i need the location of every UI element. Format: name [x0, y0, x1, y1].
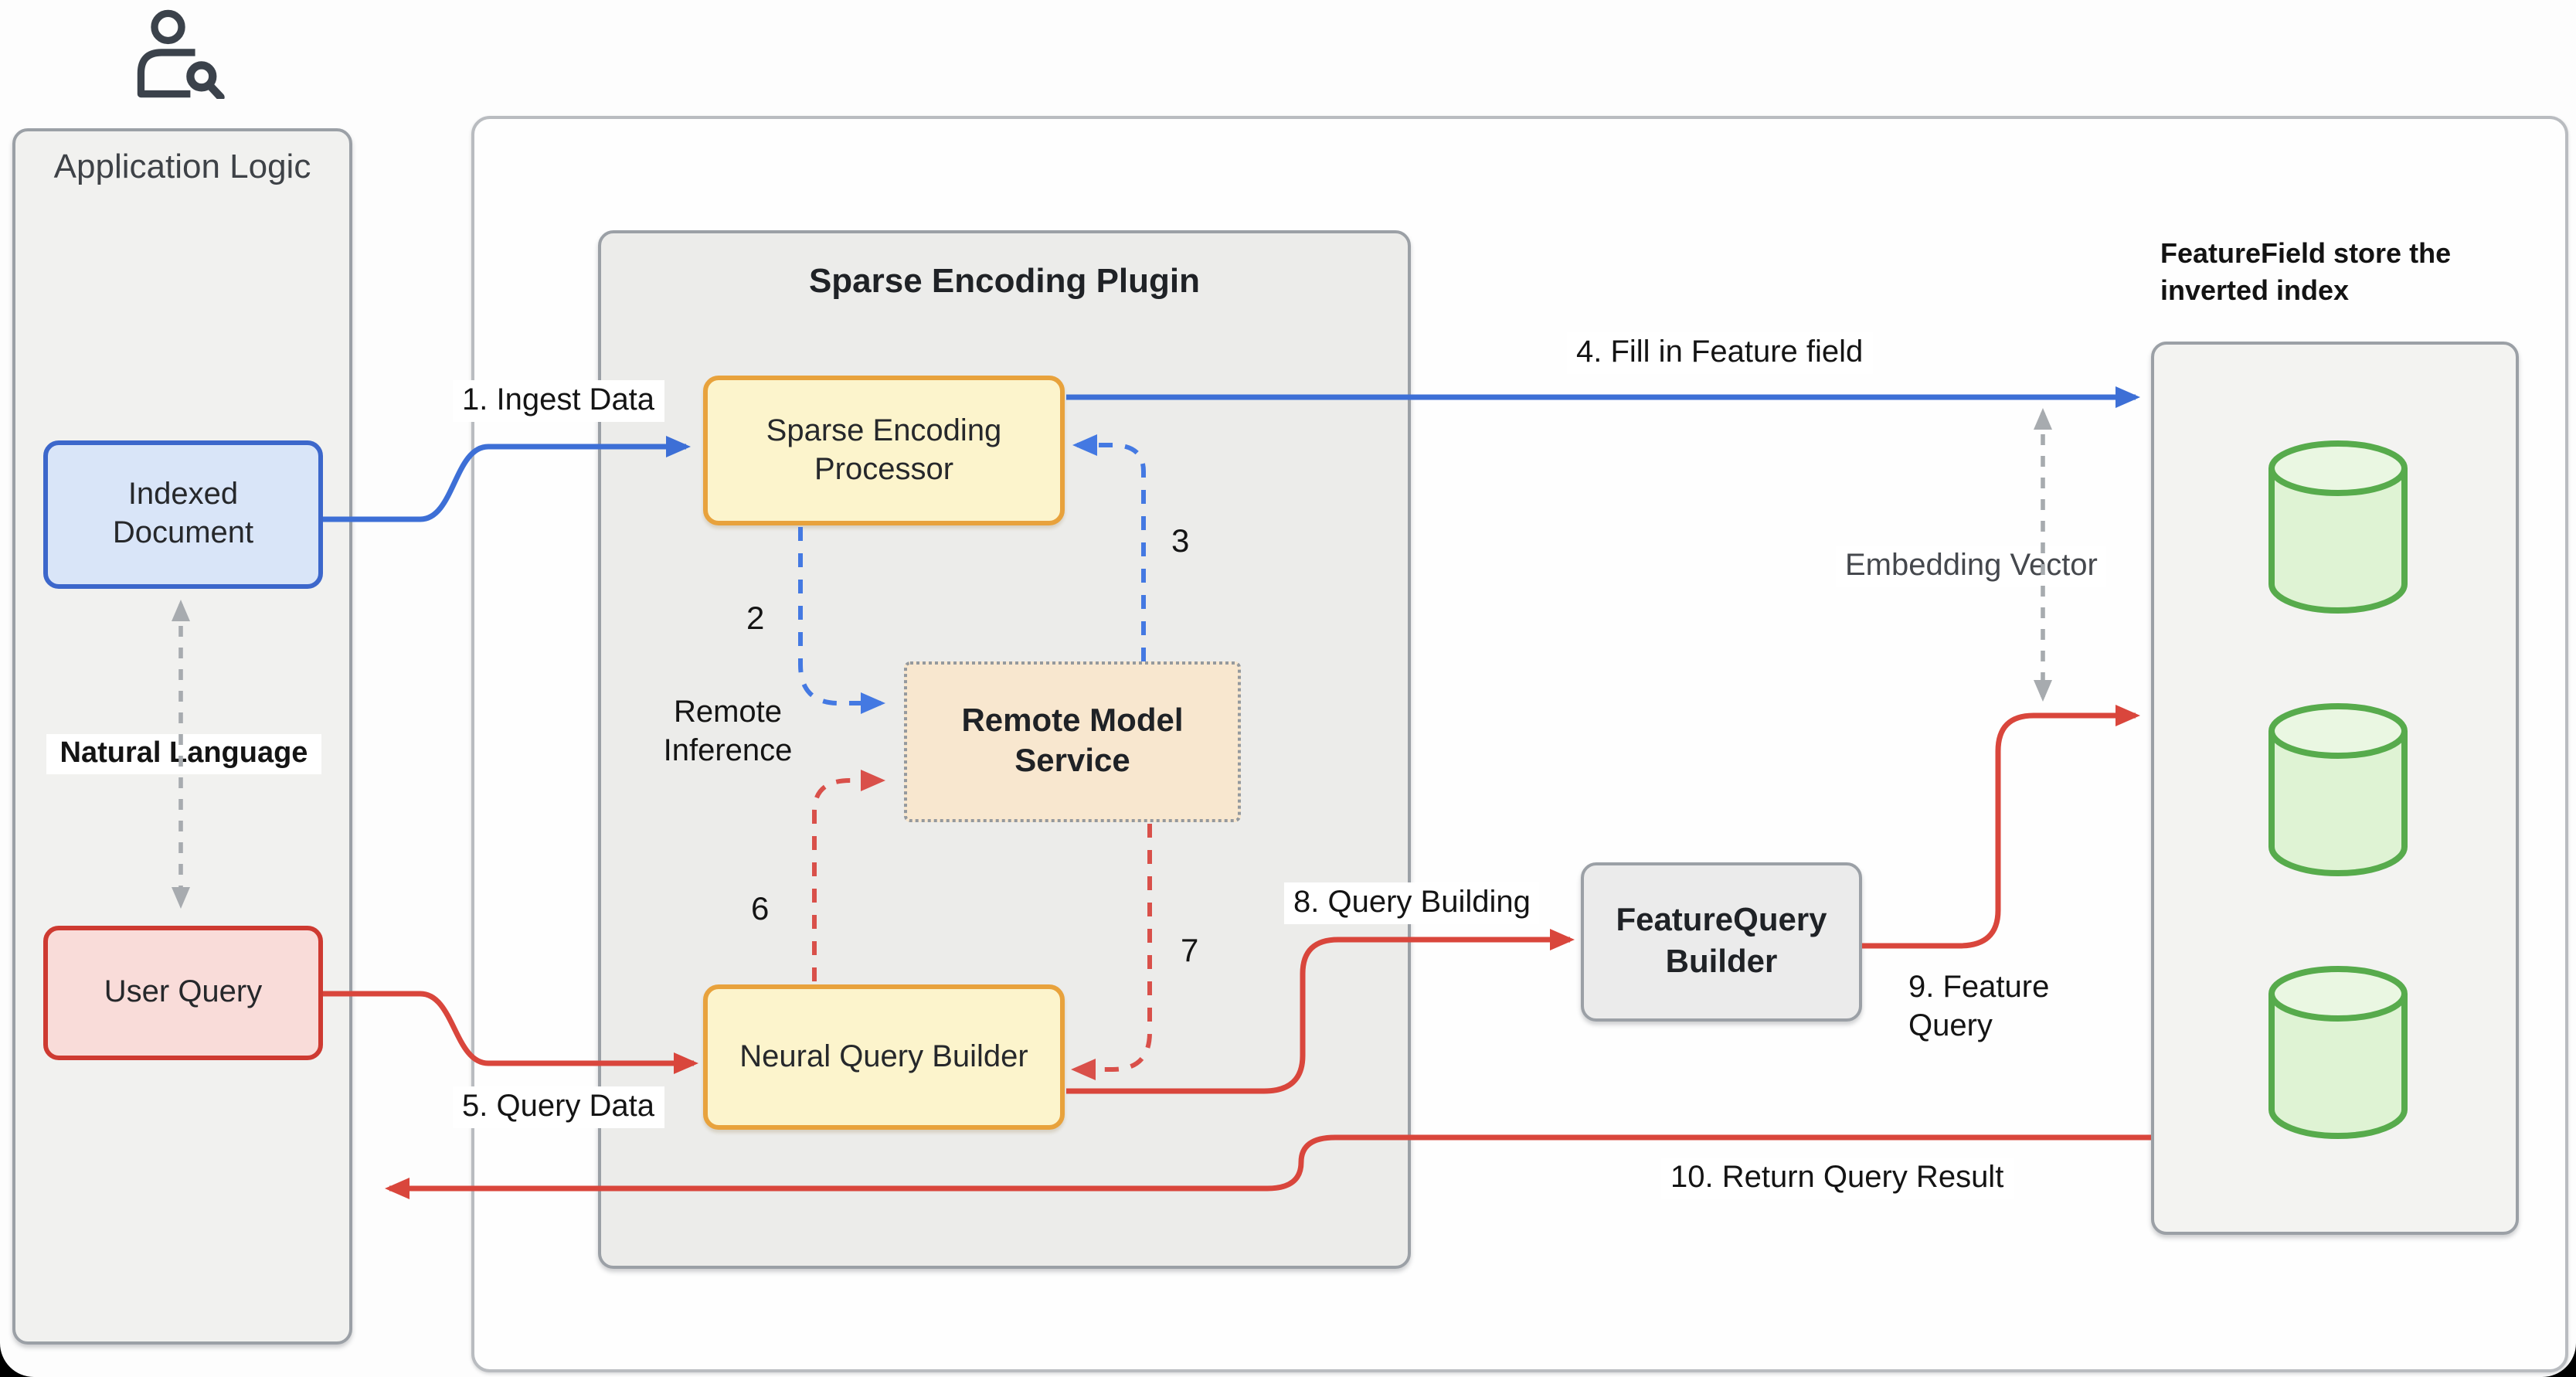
- arrow-feature-query: [1862, 705, 2140, 949]
- step-label-feature-query: 9. Feature Query: [1908, 971, 2050, 1043]
- step-label-return-query-result: 10. Return Query Result: [1661, 1158, 2014, 1199]
- remote-inference-label: Remote Inference: [663, 695, 793, 768]
- sparse-encoding-processor-box: Sparse Encoding Processor: [703, 376, 1065, 525]
- feature-field-title: FeatureField store the inverted index: [2160, 238, 2452, 307]
- database-icon: [2268, 966, 2408, 1139]
- sparse-encoding-plugin-title: Sparse Encoding Plugin: [808, 261, 1201, 300]
- step-label-ingest-data: 1. Ingest Data: [453, 380, 664, 422]
- step-label-7: 7: [1181, 933, 1199, 969]
- user-search-icon: [137, 9, 225, 99]
- database-icon: [2268, 703, 2408, 876]
- arrow-ingest-data: [323, 436, 691, 522]
- arrow-return-query-result: [385, 1134, 2151, 1199]
- user-query-box: User Query: [43, 926, 323, 1060]
- step-label-3: 3: [1171, 524, 1190, 559]
- arrow-query-building: [1066, 929, 1575, 1094]
- arrow-remote-inference-return-ingest: [1072, 434, 1146, 661]
- step-label-2: 2: [746, 601, 765, 637]
- remote-model-service-box: Remote Model Service: [904, 661, 1241, 822]
- arrow-query-data: [323, 991, 698, 1074]
- step-label-6: 6: [751, 892, 770, 927]
- feature-query-builder-box: FeatureQuery Builder: [1581, 862, 1862, 1022]
- step-label-query-building: 8. Query Building: [1284, 882, 1540, 924]
- database-icon: [2268, 440, 2408, 614]
- application-logic-title: Application Logic: [53, 147, 311, 185]
- indexed-document-box: Indexed Document: [43, 440, 323, 589]
- feature-field-store-panel: [2151, 342, 2519, 1235]
- arrow-remote-inference-ingest: [798, 527, 885, 714]
- embedding-vector-label: Embedding Vector: [1836, 546, 2107, 587]
- arrow-remote-inference-return-query: [1071, 824, 1152, 1080]
- neural-query-builder-box: Neural Query Builder: [703, 984, 1065, 1130]
- step-label-fill-feature-field: 4. Fill in Feature field: [1567, 332, 1873, 374]
- step-label-query-data: 5. Query Data: [453, 1086, 664, 1128]
- arrow-remote-inference-query: [812, 770, 885, 981]
